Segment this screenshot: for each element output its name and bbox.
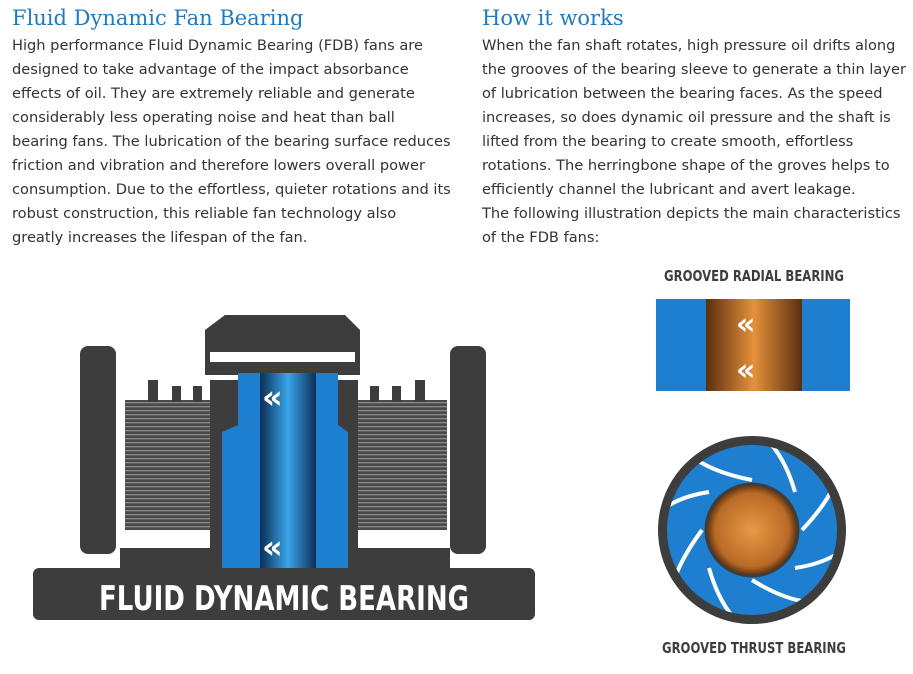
fdb-diagram: « « FLUID DYNAMIC BEARING [33,315,535,620]
stator-right [357,400,447,530]
hub-cap [205,315,360,375]
oil-flow-arrow-icon: « [262,528,283,566]
thrust-bearing-label: GROOVED THRUST BEARING [662,639,846,657]
section-title: Fluid Dynamic Fan Bearing [12,6,304,30]
radial-bearing-diagram: GROOVED RADIAL BEARING « « [656,267,850,391]
shaft [260,373,316,568]
thrust-shaft [704,482,800,578]
radial-bearing-label: GROOVED RADIAL BEARING [664,267,844,285]
groove-arrow-icon: « [736,307,755,342]
base-plate [33,568,535,620]
oil-flow-arrow-icon: « [262,378,283,416]
groove-arrow-icon: « [736,353,755,388]
stator-left [125,400,215,530]
section-paragraph: High performance Fluid Dynamic Bearing (… [12,37,451,246]
frame-left [80,346,116,554]
fdb-section: Fluid Dynamic Fan Bearing High performan… [12,0,452,250]
radial-shaft [706,299,802,391]
section-paragraph: When the fan shaft rotates, high pressur… [482,37,906,198]
frame-right [450,346,486,554]
section-paragraph: The following illustration depicts the m… [482,205,901,246]
fdb-label: FLUID DYNAMIC BEARING [99,579,469,619]
thrust-bearing-diagram: GROOVED THRUST BEARING [658,436,846,657]
section-title: How it works [482,6,624,30]
how-it-works-section: How it works When the fan shaft rotates,… [482,0,907,250]
